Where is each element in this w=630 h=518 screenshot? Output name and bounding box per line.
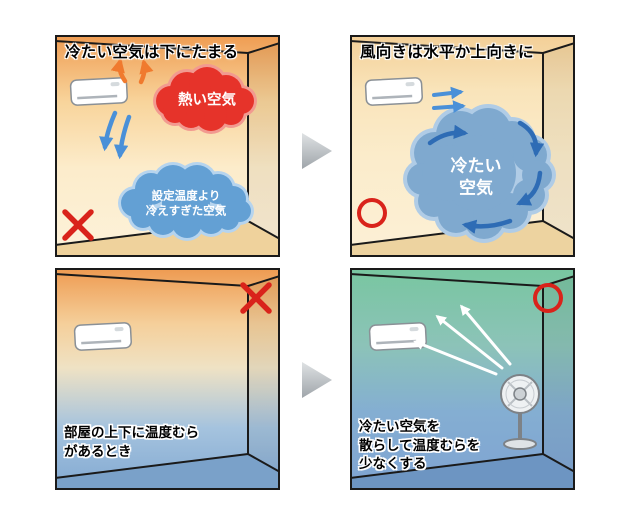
panel2-illustration — [350, 35, 575, 257]
air-conditioner-icon — [364, 77, 423, 106]
panel1-title: 冷たい空気は下にたまる — [65, 44, 239, 61]
panel3-caption-line2: があるとき — [64, 443, 132, 459]
hot-air-cloud — [153, 64, 257, 134]
room-side-wall — [543, 43, 575, 239]
cold-air-label-line2: 空気 — [459, 178, 493, 197]
panel3-illustration — [55, 268, 280, 490]
room-floor — [350, 454, 575, 490]
cold-air-label: 冷たい 空気 — [451, 155, 502, 199]
panel4-caption-line3: 少なくする — [359, 456, 427, 472]
incorrect-mark-icon — [62, 209, 94, 241]
room-side-wall — [248, 43, 280, 239]
room-side-wall — [248, 276, 280, 472]
room-wall — [55, 268, 280, 490]
cold-air-sinking-arrows-icon — [99, 110, 132, 160]
overcooled-air-label: 設定温度より 冷えすぎた空気 — [146, 189, 227, 218]
panel3-caption: 部屋の上下に温度むら があるとき — [64, 424, 199, 461]
panel3-caption-line1: 部屋の上下に温度むら — [64, 425, 199, 440]
overcooled-air-cloud — [118, 162, 254, 241]
panel-border — [350, 268, 575, 490]
incorrect-mark-icon — [240, 282, 272, 314]
air-conditioner-icon — [73, 322, 132, 351]
circulation-arrows-icon — [427, 120, 545, 234]
room-floor — [55, 454, 280, 490]
panel-airflow-horizontal: 風向きは水平か上向きに 冷たい 空気 — [350, 35, 575, 257]
panel-border — [55, 35, 280, 257]
electric-fan-icon — [500, 374, 540, 450]
cold-air-label-line1: 冷たい — [450, 156, 502, 176]
correct-mark-icon — [357, 198, 387, 228]
panel2-title: 風向きは水平か上向きに — [360, 44, 534, 61]
correct-mark-icon — [533, 283, 563, 313]
flow-arrow-icon — [300, 360, 334, 400]
panel-temperature-unevenness: 部屋の上下に温度むら があるとき — [55, 268, 280, 490]
air-conditioner-icon — [368, 322, 427, 351]
flow-arrow-icon — [300, 131, 334, 171]
room-corner-lines — [55, 273, 280, 479]
panel-border — [350, 35, 575, 257]
room-side-wall — [543, 276, 575, 472]
panel-cold-air-sinks: 冷たい空気は下にたまる 熱い空気 設定温度より 冷えすぎた空気 — [55, 35, 280, 257]
overcooled-air-label-line2: 冷えすぎた空気 — [145, 205, 227, 217]
panel-border — [55, 268, 280, 490]
panel-fan-scatters-air: 冷たい空気を 散らして温度むらを 少なくする — [350, 268, 575, 490]
air-conditioner-icon — [69, 77, 128, 106]
heat-rising-arrows-icon — [110, 57, 154, 85]
panel4-caption: 冷たい空気を 散らして温度むらを 少なくする — [359, 418, 480, 474]
overcooled-air-label-line1: 設定温度より — [151, 190, 221, 203]
scatter-arrows-icon — [413, 304, 512, 376]
hot-air-label: 熱い空気 — [178, 92, 236, 109]
room-corner-lines — [350, 273, 575, 479]
ac-outflow-arrows-icon — [432, 86, 466, 114]
panel1-illustration — [55, 35, 280, 257]
panel4-illustration — [350, 268, 575, 490]
panel4-caption-line2: 散らして温度むらを — [359, 437, 481, 453]
panel4-caption-line1: 冷たい空気を — [359, 419, 440, 434]
